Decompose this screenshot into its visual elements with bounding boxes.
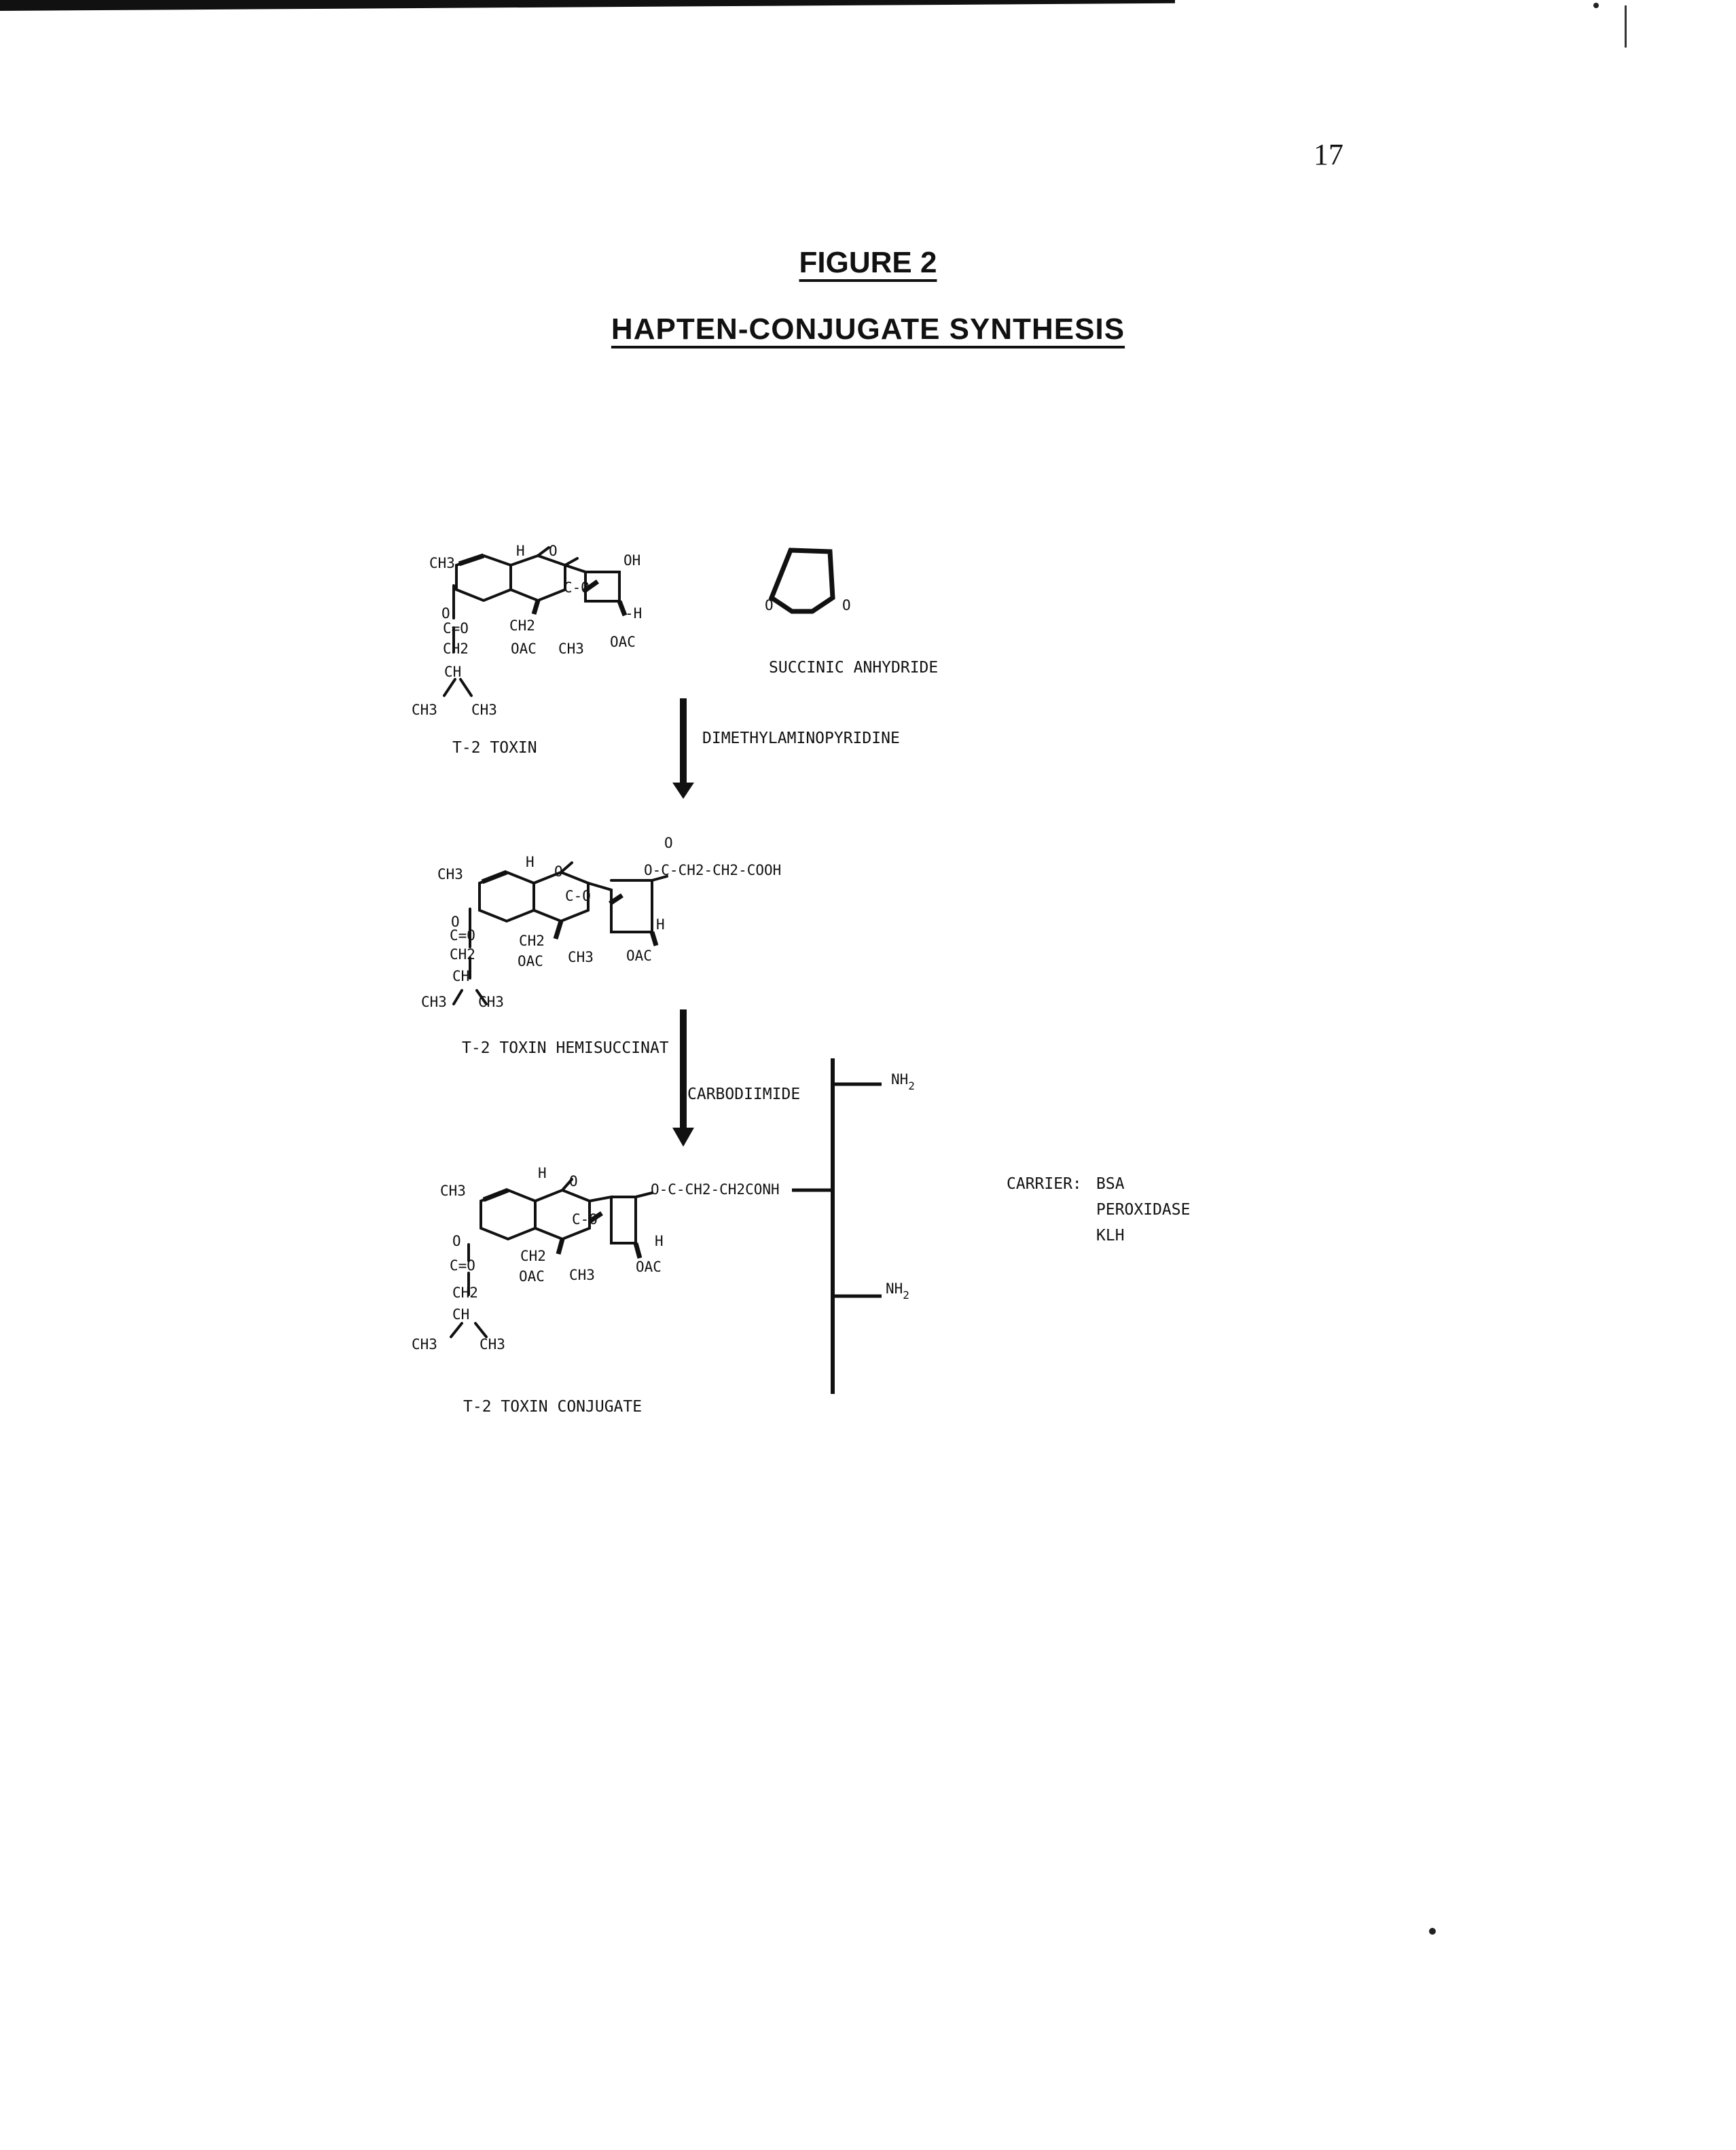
scan-edge-mark bbox=[1625, 5, 1627, 48]
cj-h: H bbox=[538, 1165, 547, 1181]
t2-oh: OH bbox=[623, 552, 640, 569]
cj-ch3-mid: CH3 bbox=[569, 1267, 595, 1283]
hs-oac-1: OAC bbox=[518, 953, 543, 969]
t2-toxin-caption: T-2 TOXIN bbox=[452, 739, 537, 757]
anhydride-o-right: O bbox=[842, 597, 851, 613]
cj-c-eq-o: C=O bbox=[450, 1257, 475, 1274]
hs-oac-2: OAC bbox=[626, 948, 652, 964]
hs-ester-chain: O-C-CH2-CH2-COOH bbox=[644, 862, 781, 878]
figure-title: FIGURE 2 bbox=[799, 246, 937, 279]
t2-ch3-mid: CH3 bbox=[558, 641, 584, 657]
cj-ch3-right: CH3 bbox=[480, 1336, 505, 1352]
hs-o-carbonyl: O bbox=[664, 835, 673, 851]
hs-c-eq-o: C=O bbox=[450, 927, 475, 944]
hs-ch2-chain: CH2 bbox=[450, 946, 475, 963]
cj-amide-chain: O-C-CH2-CH2CONH bbox=[651, 1181, 780, 1198]
anhydride-o-left: O bbox=[765, 597, 774, 613]
t2-c-eq-o: C=O bbox=[443, 620, 469, 637]
hs-ch3-right: CH3 bbox=[478, 994, 504, 1010]
cj-ch: CH bbox=[452, 1306, 469, 1323]
t2-c-o: C-O bbox=[564, 579, 590, 596]
hemisuccinate-caption: T-2 TOXIN HEMISUCCINAT bbox=[462, 1039, 669, 1057]
reagent-dimethylaminopyridine: DIMETHYLAMINOPYRIDINE bbox=[702, 730, 900, 747]
scan-speck-lower bbox=[1429, 1928, 1436, 1935]
hs-h: H bbox=[526, 854, 535, 870]
t2-o-ring: O bbox=[549, 543, 558, 559]
hs-c-o: C-O bbox=[565, 888, 591, 904]
carrier-option-peroxidase: PEROXIDASE bbox=[1096, 1201, 1190, 1219]
t2-o-ester: O bbox=[441, 605, 450, 622]
t2-oac-1: OAC bbox=[511, 641, 537, 657]
carrier-option-bsa: BSA bbox=[1096, 1175, 1125, 1193]
t2-ch2-upper: CH2 bbox=[509, 617, 535, 634]
hs-h-sub: H bbox=[656, 916, 665, 933]
hs-ch2-upper: CH2 bbox=[519, 933, 545, 949]
scan-speck bbox=[1593, 3, 1599, 8]
succinic-anhydride-structure: O O bbox=[765, 548, 851, 614]
carrier-legend: CARRIER: BSA PEROXIDASE KLH bbox=[1007, 1175, 1190, 1244]
t2-ch3-left: CH3 bbox=[412, 702, 437, 718]
cj-o-ester: O bbox=[452, 1233, 461, 1249]
cj-ch2-upper: CH2 bbox=[520, 1248, 546, 1264]
t2-toxin-structure: CH3 H O OH C-O -H O C=O CH2 CH2 OAC CH3 … bbox=[412, 543, 642, 718]
carrier-backbone bbox=[792, 1058, 882, 1394]
cj-c-o: C-O bbox=[572, 1211, 598, 1228]
hs-ch3-left: CH3 bbox=[421, 994, 447, 1010]
hs-ch: CH bbox=[452, 968, 469, 984]
hs-ch3-top: CH3 bbox=[437, 866, 463, 882]
t2-oac-2: OAC bbox=[610, 634, 636, 650]
reaction-arrow-1 bbox=[672, 698, 694, 799]
hs-ch3-mid: CH3 bbox=[568, 949, 594, 965]
carrier-amine-top: NH2 bbox=[891, 1071, 915, 1092]
hemisuccinate-structure: CH3 H O O O-C-CH2-CH2-COOH C-O H O C=O C… bbox=[421, 835, 781, 1010]
t2-h: H bbox=[516, 543, 525, 559]
carrier-label: CARRIER: bbox=[1007, 1175, 1082, 1193]
page-number: 17 bbox=[1314, 138, 1343, 171]
carrier-option-klh: KLH bbox=[1096, 1227, 1125, 1244]
t2-ch3-top: CH3 bbox=[429, 555, 455, 571]
cj-h-sub: H bbox=[655, 1233, 664, 1249]
figure-subtitle: HAPTEN-CONJUGATE SYNTHESIS bbox=[611, 312, 1125, 346]
cj-oac-2: OAC bbox=[636, 1259, 662, 1275]
t2-ch3-right: CH3 bbox=[471, 702, 497, 718]
cj-ch3-left: CH3 bbox=[412, 1336, 437, 1352]
t2-ch: CH bbox=[444, 664, 461, 680]
cj-ch3-top: CH3 bbox=[440, 1183, 466, 1199]
cj-o-ring: O bbox=[569, 1173, 578, 1189]
t2-h-sub: -H bbox=[625, 605, 642, 622]
reaction-arrow-2 bbox=[672, 1009, 694, 1147]
conjugate-structure: CH3 H O O-C-CH2-CH2CONH C-O H O C=O CH2 … bbox=[412, 1165, 780, 1352]
reagent-carbodiimide: CARBODIIMIDE bbox=[687, 1086, 800, 1103]
conjugate-caption: T-2 TOXIN CONJUGATE bbox=[463, 1398, 642, 1416]
carrier-amine-bottom: NH2 bbox=[886, 1280, 909, 1302]
succinic-anhydride-caption: SUCCINIC ANHYDRIDE bbox=[769, 659, 938, 677]
t2-ch2-chain: CH2 bbox=[443, 641, 469, 657]
cj-oac-1: OAC bbox=[519, 1268, 545, 1285]
hs-o-ester: O bbox=[451, 914, 460, 930]
cj-ch2-chain: CH2 bbox=[452, 1285, 478, 1301]
hs-o-ring: O bbox=[554, 863, 563, 880]
